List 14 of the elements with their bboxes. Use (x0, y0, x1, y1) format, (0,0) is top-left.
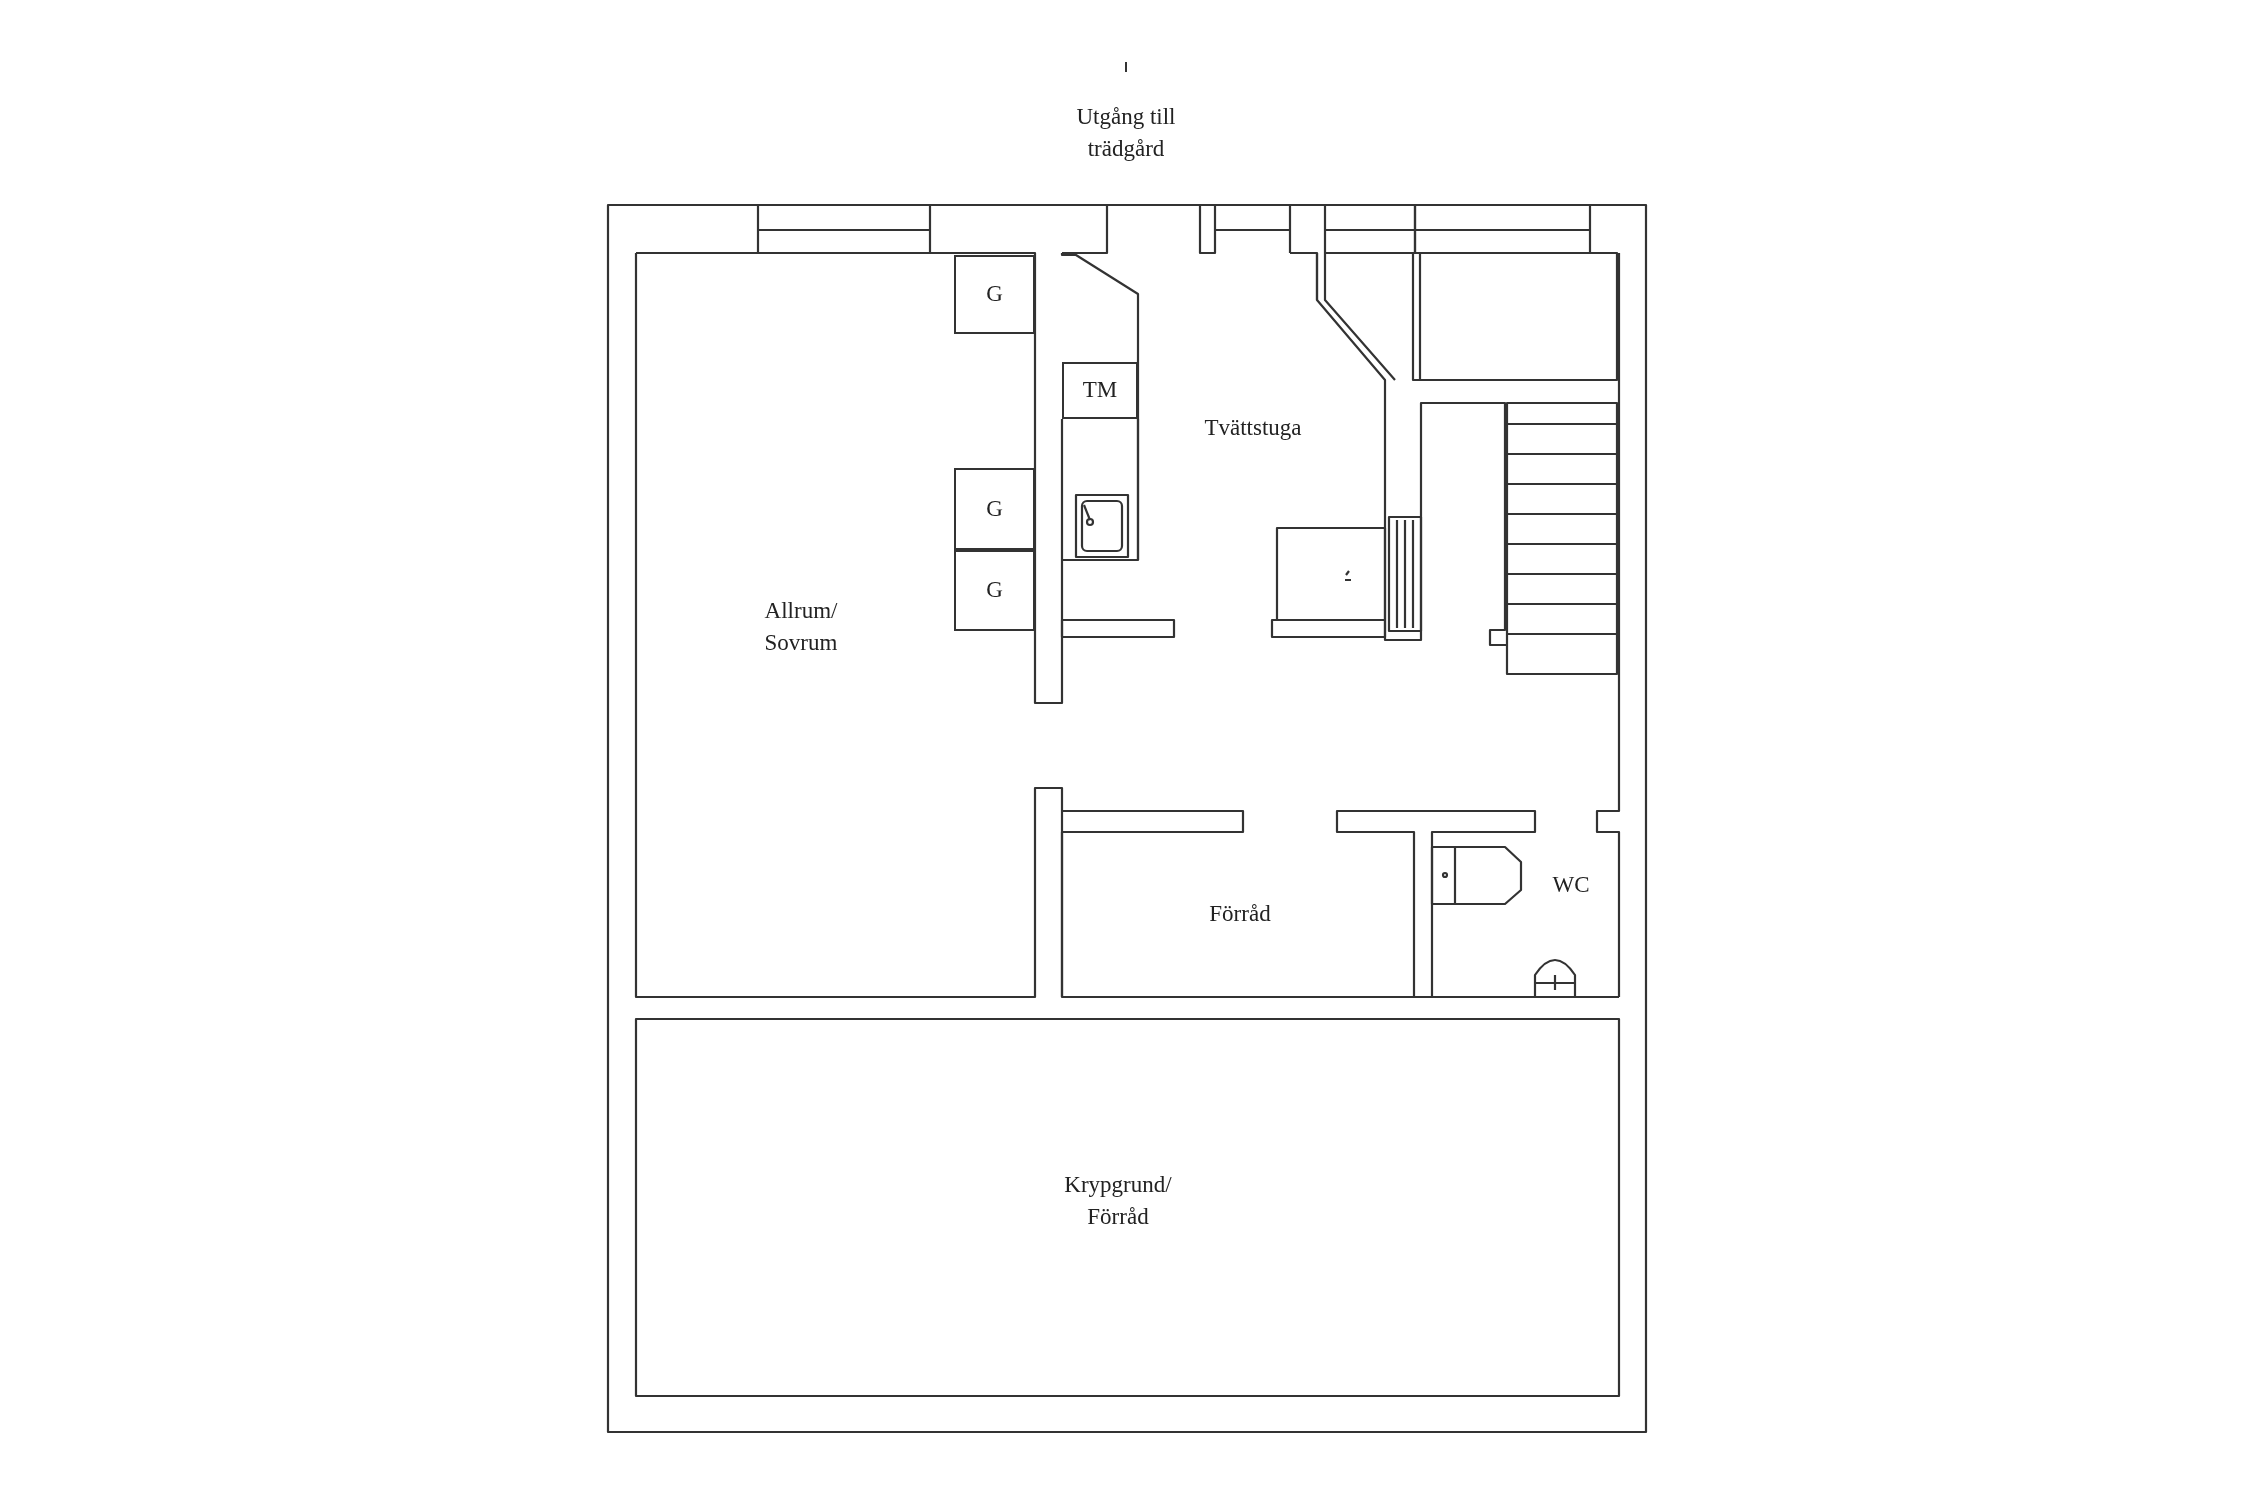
room-label: Krypgrund/ Förråd (1063, 1171, 1173, 1231)
appliance-label: G (986, 494, 1003, 523)
room-label: Tvättstuga (1203, 414, 1303, 442)
appliance-box (954, 468, 1035, 550)
room-label: Utgång till trädgård (1075, 103, 1177, 163)
appliance-box (954, 550, 1035, 631)
appliance-box (1062, 362, 1138, 419)
room-label: Allrum/ Sovrum (763, 597, 839, 657)
appliance-label: TM (1082, 376, 1118, 405)
appliance-label: G (986, 576, 1003, 605)
appliance-box (954, 255, 1035, 334)
appliance-label: G (986, 280, 1003, 309)
room-label: Förråd (1208, 900, 1272, 928)
room-label: WC (1551, 871, 1591, 899)
